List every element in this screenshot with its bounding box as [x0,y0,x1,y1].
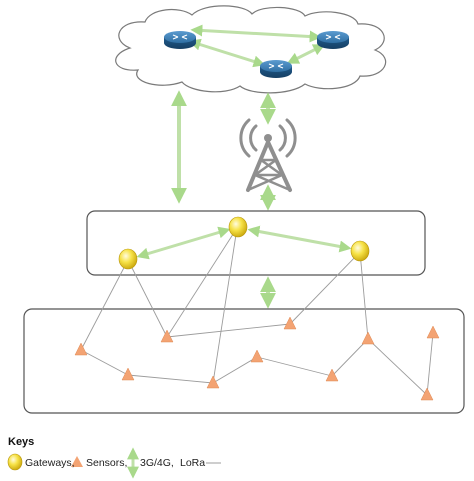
legend-gateways-label: Gateways, [25,457,75,469]
router-icon [164,31,196,49]
sensor-icon [325,368,339,382]
sensor-icon [160,329,174,343]
gateway-layer-frame [86,210,426,276]
sensor-icon [420,387,434,401]
sensor-icon [206,375,220,389]
lora-links [80,227,434,396]
sensor-layer-frame [23,308,465,414]
cell-tower-icon [239,118,297,192]
sensor-icon [250,349,264,363]
sensor-icon [74,342,88,356]
router-icon [260,60,292,78]
gateway-icon [350,240,370,262]
gateway-icon [228,216,248,238]
gateway-icon [118,248,138,270]
gateway-link-2-3 [247,225,352,253]
sensor-icon [283,316,297,330]
legend-sensors-label: Sensors, [86,457,128,469]
sensor-icon [426,325,440,339]
sensors [74,316,440,401]
sensor-icon [361,331,375,345]
gateway-links [136,225,352,260]
legend-sensor-icon [71,456,83,467]
router-link-1-2 [190,24,322,43]
legend-cellular-label: 3G/4G, [140,457,174,469]
router-link-2-3 [286,44,326,64]
cloud-shape [115,5,387,94]
legend-lora-label: LoRa [180,457,206,469]
backbone-arrows [171,90,276,309]
sensor-icon [121,367,135,381]
router-icon [317,31,349,49]
legend-gateway-icon [7,453,23,471]
cloud-links [188,24,326,68]
router-link-1-3 [188,38,266,68]
gateway-link-1-2 [136,226,231,260]
legend-title: Keys [8,436,35,448]
